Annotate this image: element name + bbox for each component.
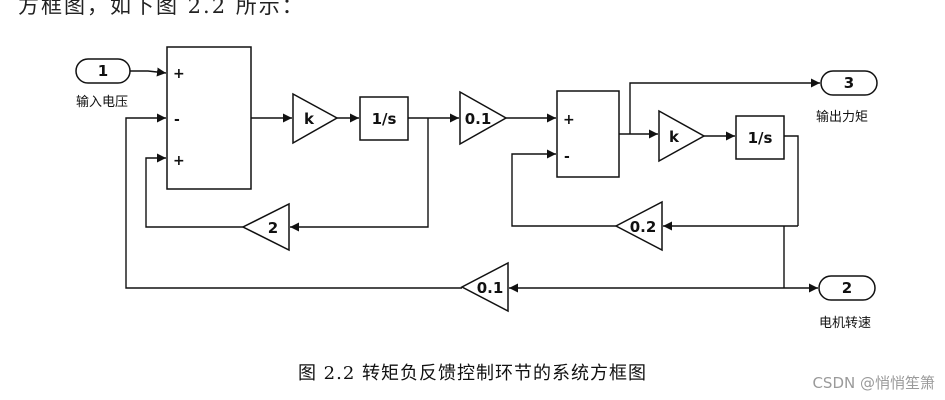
wire-gain2-sum1 [145, 153, 243, 228]
wire-in1-sum1 [130, 67, 167, 77]
sum1-sign-2: - [174, 112, 180, 128]
sum1-sign-1: + [173, 66, 185, 82]
sum1-sign-3: + [173, 153, 185, 169]
sum2-sign-2: - [564, 149, 570, 165]
signal-lines [125, 67, 820, 293]
gain-0.2-feedback-label: 0.2 [630, 218, 657, 236]
wire-gain01fb-sum1 [125, 113, 462, 289]
wire-sum2-out3 [629, 78, 820, 134]
gain-2-feedback: 2 [241, 202, 290, 252]
output-port-2-number: 2 [842, 279, 852, 297]
gain-0.1-feedback: 0.1 [460, 261, 509, 313]
wire-int2-out [784, 135, 799, 226]
sum-block-1: + - + [166, 46, 252, 190]
sum2-sign-1: + [563, 112, 575, 128]
integrator-2: 1/s [735, 115, 785, 160]
block-diagram: 1 输入电压 + - + k 1/s 0.1 + - k 1/s 3 [75, 46, 878, 331]
output-port-3-label: 输出力矩 [816, 109, 868, 125]
figure-caption: 图 2.2 转矩负反馈控制环节的系统方框图 [297, 363, 648, 384]
integrator-1: 1/s [359, 96, 409, 141]
input-port-1: 1 [75, 58, 131, 84]
input-port-1-number: 1 [98, 62, 108, 80]
watermark: CSDN @悄悄笙箫 [812, 374, 935, 392]
output-port-2: 2 [818, 275, 876, 301]
gain-k-2-label: k [669, 128, 680, 146]
gain-0.1-forward-label: 0.1 [465, 110, 492, 128]
wire-gain02-sum2 [511, 149, 616, 227]
gain-k-2: k [658, 109, 706, 163]
integrator-2-label: 1/s [748, 129, 773, 147]
gain-0.2-feedback: 0.2 [614, 200, 663, 252]
output-port-3-number: 3 [844, 74, 854, 92]
intro-text: 方框图，如下图 2.2 所示： [18, 0, 305, 18]
sum-block-2: + - [556, 90, 620, 178]
gain-0.1-feedback-label: 0.1 [477, 279, 504, 297]
gain-2-feedback-label: 2 [268, 219, 278, 237]
gain-k-1-label: k [304, 110, 315, 128]
gain-0.1-forward: 0.1 [459, 90, 508, 146]
wire-int1-gain2 [290, 118, 429, 232]
integrator-1-label: 1/s [372, 110, 397, 128]
gain-k-1: k [292, 92, 339, 145]
output-port-3: 3 [820, 70, 878, 96]
output-port-2-label: 电机转速 [819, 316, 871, 331]
input-port-1-label: 输入电压 [76, 94, 128, 110]
